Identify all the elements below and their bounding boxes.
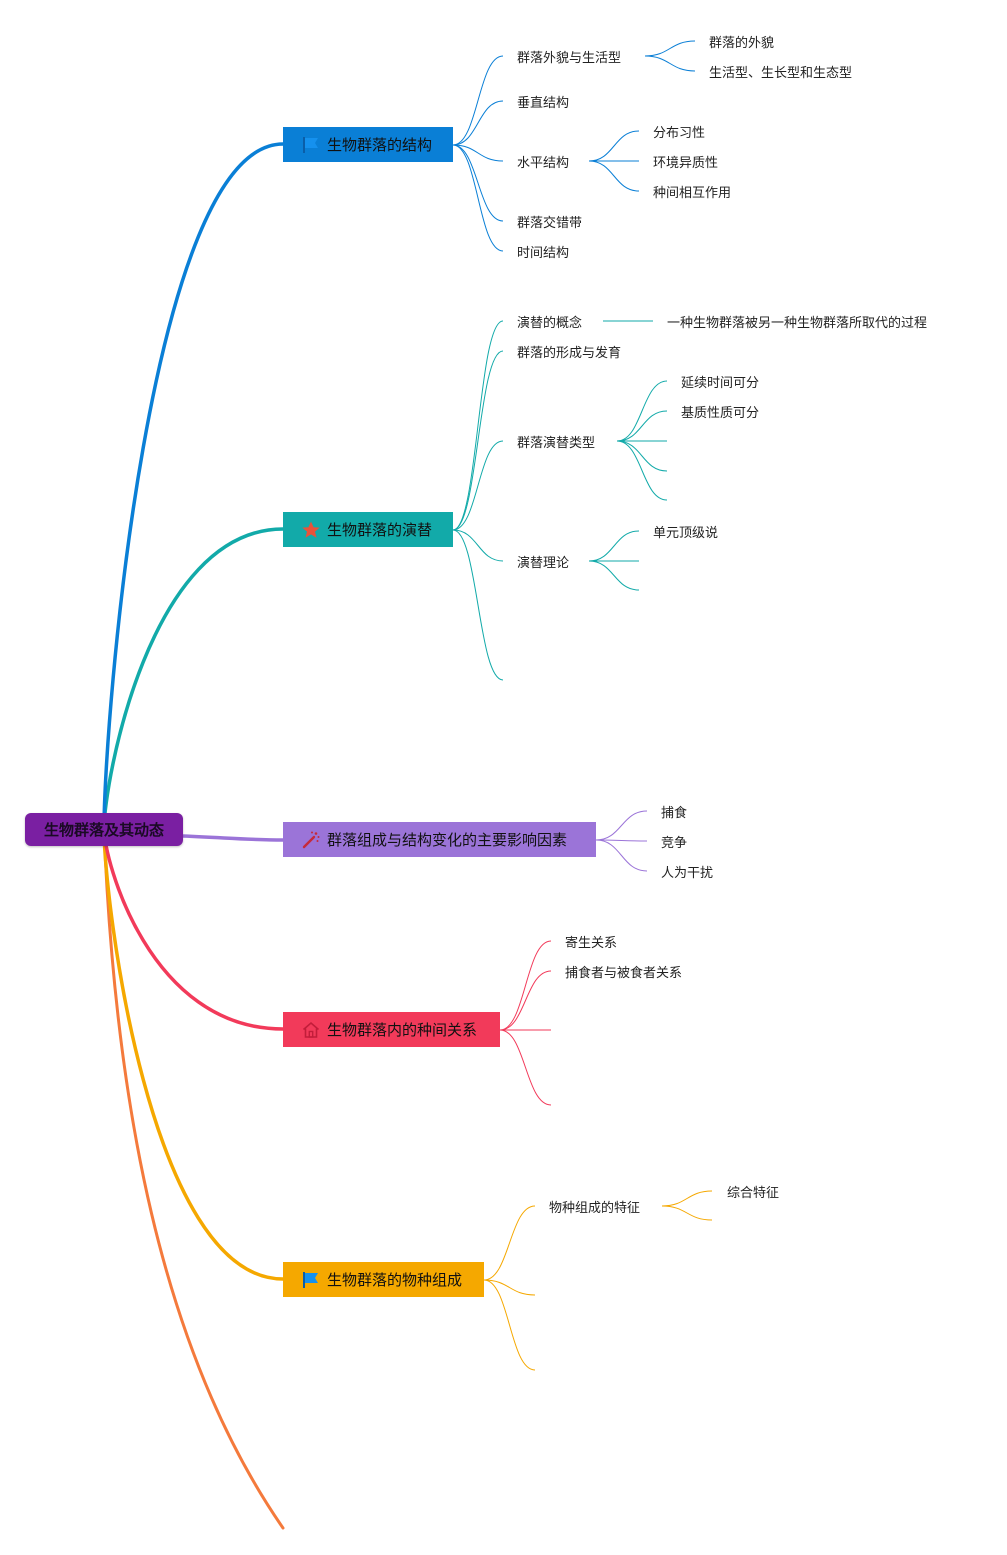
- topic-parasitism[interactable]: 寄生关系: [565, 935, 618, 951]
- subtopic-by-duration[interactable]: 延续时间可分: [681, 375, 760, 391]
- topic-predator-prey[interactable]: 捕食者与被食者关系: [565, 965, 683, 981]
- topic-ecotone[interactable]: 群落交错带: [517, 215, 583, 231]
- connector-b1-child-2: [452, 100, 504, 146]
- connector-root-branch-5: [102, 827, 285, 1281]
- house-icon: [301, 1020, 321, 1040]
- connector-b2-child-4: [452, 529, 504, 562]
- star-icon: [301, 520, 321, 540]
- connector-b5-child-3: [483, 1279, 536, 1371]
- branch-label: 群落组成与结构变化的主要影响因素: [327, 831, 568, 849]
- connector-b1-hsub-3: [588, 160, 640, 192]
- topic-succession-concept[interactable]: 演替的概念: [517, 315, 583, 331]
- magic-wand-icon: [301, 830, 321, 850]
- subtopic-by-substrate[interactable]: 基质性质可分: [681, 405, 760, 421]
- connector-b1-hsub-1: [588, 130, 640, 162]
- branch-label: 生物群落的演替: [327, 521, 433, 539]
- connector-b2-types-sub-2: [616, 410, 668, 442]
- connector-b1-sub-2: [644, 55, 696, 72]
- root-node[interactable]: 生物群落及其动态: [25, 813, 183, 846]
- connector-b4-child-4: [499, 1029, 552, 1106]
- topic-succession-theory[interactable]: 演替理论: [517, 555, 570, 571]
- topic-vertical-structure[interactable]: 垂直结构: [517, 95, 570, 111]
- connector-root-branch-4: [102, 827, 285, 1031]
- connector-root-branch-6: [102, 827, 285, 1530]
- flag-icon: [301, 1270, 321, 1290]
- connector-b2-child-3: [452, 440, 504, 531]
- topic-temporal-structure[interactable]: 时间结构: [517, 245, 570, 261]
- connector-b2-theory-sub-3: [588, 560, 640, 591]
- connector-root-branch-3: [182, 834, 284, 842]
- connector-b1-child-1: [452, 55, 504, 146]
- connector-b2-child-5: [452, 529, 504, 681]
- connector-b4-child-2: [499, 970, 552, 1031]
- branch-influencing-factors[interactable]: 群落组成与结构变化的主要影响因素: [283, 822, 596, 857]
- branch-label: 生物群落的物种组成: [327, 1271, 463, 1289]
- connector-b3-child-2: [595, 839, 648, 842]
- topic-succession-types[interactable]: 群落演替类型: [517, 435, 596, 451]
- subtopic-succession-definition[interactable]: 一种生物群落被另一种生物群落所取代的过程: [667, 315, 928, 331]
- connector-b1-child-4: [452, 144, 504, 222]
- subtopic-species-interaction[interactable]: 种间相互作用: [653, 185, 732, 201]
- branch-interspecific-relations[interactable]: 生物群落内的种间关系: [283, 1012, 500, 1047]
- connector-b2-child-2: [452, 350, 504, 531]
- connector-b2-child-1: [452, 320, 504, 531]
- topic-appearance-lifeform[interactable]: 群落外貌与生活型: [517, 50, 622, 66]
- branch-label: 生物群落的结构: [327, 136, 433, 154]
- connector-b2-types-sub-1: [616, 380, 668, 442]
- branch-species-composition[interactable]: 生物群落的物种组成: [283, 1262, 484, 1297]
- subtopic-environment-heterogeneity[interactable]: 环境异质性: [653, 155, 719, 171]
- subtopic-appearance[interactable]: 群落的外貌: [709, 35, 775, 51]
- subtopic-distribution-habit[interactable]: 分布习性: [653, 125, 706, 141]
- subtopic-comprehensive-features[interactable]: 综合特征: [727, 1185, 780, 1201]
- connector-b3-child-1: [595, 810, 648, 841]
- connector-b5-child-2: [483, 1279, 536, 1296]
- connector-b5-sub-2: [661, 1205, 713, 1221]
- branch-label: 生物群落内的种间关系: [327, 1021, 478, 1039]
- topic-community-formation[interactable]: 群落的形成与发育: [517, 345, 622, 361]
- connector-b4-child-1: [499, 940, 552, 1031]
- topic-species-features[interactable]: 物种组成的特征: [549, 1200, 641, 1216]
- connector-b1-child-5: [452, 144, 504, 252]
- connector-root-branch-2: [102, 527, 285, 831]
- connector-b5-sub-1: [661, 1190, 713, 1207]
- connector-b2-types-sub-4: [616, 440, 668, 472]
- connector-b3-child-3: [595, 839, 648, 872]
- topic-horizontal-structure[interactable]: 水平结构: [517, 155, 570, 171]
- connector-b1-sub-1: [644, 40, 696, 57]
- root-label: 生物群落及其动态: [43, 821, 164, 839]
- connector-b1-child-3: [452, 144, 504, 162]
- subtopic-lifeform-types[interactable]: 生活型、生长型和生态型: [709, 65, 853, 81]
- connector-root-branch-1: [102, 142, 285, 831]
- flag-icon: [301, 135, 321, 155]
- branch-community-succession[interactable]: 生物群落的演替: [283, 512, 453, 547]
- connector-b5-child-1: [483, 1205, 536, 1281]
- topic-competition[interactable]: 竞争: [661, 835, 688, 851]
- topic-predation[interactable]: 捕食: [661, 805, 688, 821]
- connector-b2-theory-sub-1: [588, 530, 640, 562]
- connector-b2-types-sub-5: [616, 440, 668, 501]
- branch-community-structure[interactable]: 生物群落的结构: [283, 127, 453, 162]
- subtopic-monoclimax-theory[interactable]: 单元顶级说: [653, 525, 719, 541]
- topic-human-disturbance[interactable]: 人为干扰: [661, 865, 714, 881]
